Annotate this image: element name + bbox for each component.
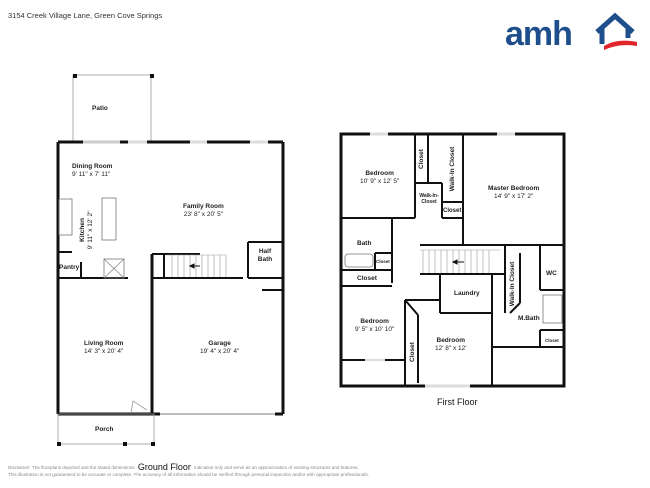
room-closet-5: Closet <box>545 338 559 343</box>
first-floor-title: First Floor <box>437 397 478 407</box>
room-porch: Porch <box>95 426 114 433</box>
room-walk-in-closet-3: Walk-In Closet <box>509 261 516 307</box>
room-pantry: Pantry <box>59 264 80 271</box>
room-bath: Bath <box>357 240 372 247</box>
disclaimer-line-1: Disclaimer: The floorplans depicted and … <box>8 462 359 472</box>
room-closet-2: Closet <box>443 208 462 214</box>
house-roof-icon <box>595 12 637 50</box>
room-closet-3: Closet <box>376 259 390 264</box>
room-half-bath: Half Bath <box>257 248 273 263</box>
room-walk-in-closet-1: Walk-In Closet <box>449 146 456 192</box>
room-walk-in-closet-2: Walk-In-Closet <box>419 193 439 205</box>
amh-logo: amh <box>505 8 640 53</box>
room-patio: Patio <box>92 105 108 112</box>
ground-floor-title: Ground Floor <box>137 462 191 472</box>
logo-text: amh <box>505 15 573 53</box>
room-closet-4: Closet <box>357 275 377 282</box>
room-master-bath: M.Bath <box>518 315 540 322</box>
room-laundry: Laundry <box>454 290 480 297</box>
room-closet-6: Closet <box>409 342 416 362</box>
disclaimer-line-2: This illustration is not guaranteed to b… <box>8 472 369 477</box>
room-closet-1: Closet <box>418 149 425 169</box>
room-wc: WC <box>546 270 557 277</box>
property-address: 3154 Creek Village Lane, Green Cove Spri… <box>8 11 163 20</box>
